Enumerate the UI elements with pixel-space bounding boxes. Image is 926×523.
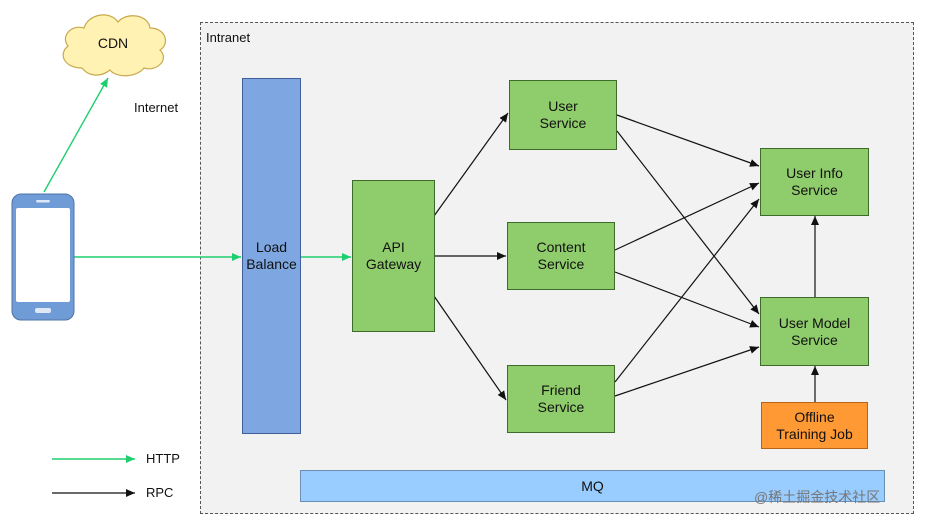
friend-service-node: Friend Service xyxy=(507,365,615,433)
intranet-label: Intranet xyxy=(206,30,251,45)
rpc-edge-gateway-to-friend xyxy=(433,295,507,401)
cdn-label: CDN xyxy=(97,34,129,51)
rpc-edge-content-to-userinfo xyxy=(614,182,760,251)
http-edge-phone-to-cdn xyxy=(43,77,109,193)
cdn-node: CDN xyxy=(52,6,174,80)
user-model-service-node: User Model Service xyxy=(760,297,869,366)
rpc-edge-gateway-to-user xyxy=(433,112,509,217)
legend-http-label: HTTP xyxy=(146,451,180,466)
client-phone xyxy=(11,193,75,321)
user-info-service-node: User Info Service xyxy=(760,148,869,216)
api-gateway-node: API Gateway xyxy=(352,180,435,332)
offline-training-job-node: Offline Training Job xyxy=(761,402,868,449)
content-service-node: Content Service xyxy=(507,222,615,290)
smartphone-icon xyxy=(11,193,75,321)
rpc-edge-user-to-userinfo xyxy=(616,114,760,167)
rpc-edge-friend-to-userinfo xyxy=(614,198,760,383)
watermark-text: @稀土掘金技术社区 xyxy=(754,489,881,505)
rpc-edge-content-to-usermodel xyxy=(614,271,760,328)
user-service-node: User Service xyxy=(509,80,617,150)
mq-node: MQ xyxy=(300,470,885,502)
rpc-edge-user-to-usermodel xyxy=(616,130,760,315)
cloud-icon xyxy=(62,14,167,77)
rpc-edge-friend-to-usermodel xyxy=(614,346,760,397)
legend-rpc-label: RPC xyxy=(146,485,174,500)
internet-label: Internet xyxy=(134,100,179,115)
load-balance-node: Load Balance xyxy=(242,78,301,434)
